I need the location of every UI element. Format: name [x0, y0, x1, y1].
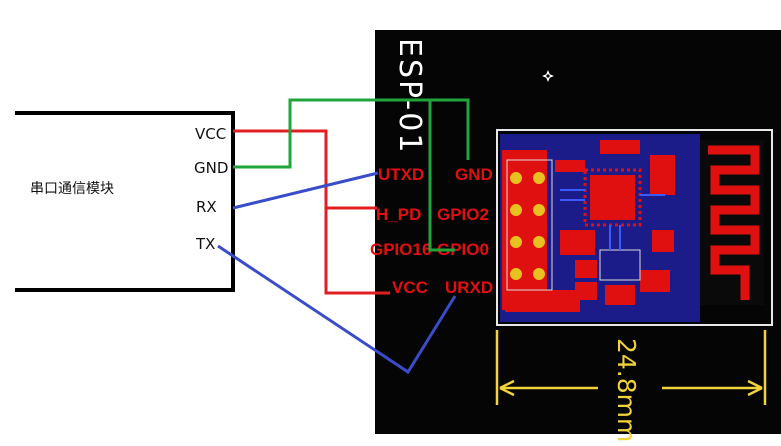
pin-gpio16: GPIO16	[370, 240, 431, 259]
pin-vcc: VCC	[392, 278, 428, 297]
wire-gnd	[233, 98, 470, 252]
pcb-chip-icon	[496, 129, 773, 326]
wire-vcc	[233, 129, 390, 295]
serial-pin-vcc: VCC	[195, 125, 226, 143]
dimension-label: 24.8mm	[612, 338, 641, 442]
wifi-antenna-icon	[700, 140, 764, 305]
module-title: 串口通信模块	[30, 181, 114, 197]
pin-gnd: GND	[455, 165, 493, 184]
dimension-marker	[495, 330, 767, 405]
star-icon	[542, 70, 554, 82]
board-title: ESP-01	[392, 38, 427, 154]
pin-gpio0: GPIO0	[437, 240, 489, 259]
serial-module: 串口通信模块 VCC GND RX TX	[15, 111, 235, 292]
pin-ch-pd: H_PD	[376, 205, 421, 224]
serial-pin-gnd: GND	[194, 159, 228, 177]
wire-rx-utxd	[232, 171, 379, 210]
serial-pin-tx: TX	[195, 235, 215, 253]
pin-utxd: UTXD	[378, 165, 424, 184]
esp01-board: ESP-01	[370, 30, 781, 442]
pin-urxd: URXD	[445, 278, 493, 297]
pin-gpio2: GPIO2	[437, 205, 489, 224]
wire-tx-urxd	[217, 244, 457, 375]
serial-pin-rx: RX	[196, 198, 217, 216]
